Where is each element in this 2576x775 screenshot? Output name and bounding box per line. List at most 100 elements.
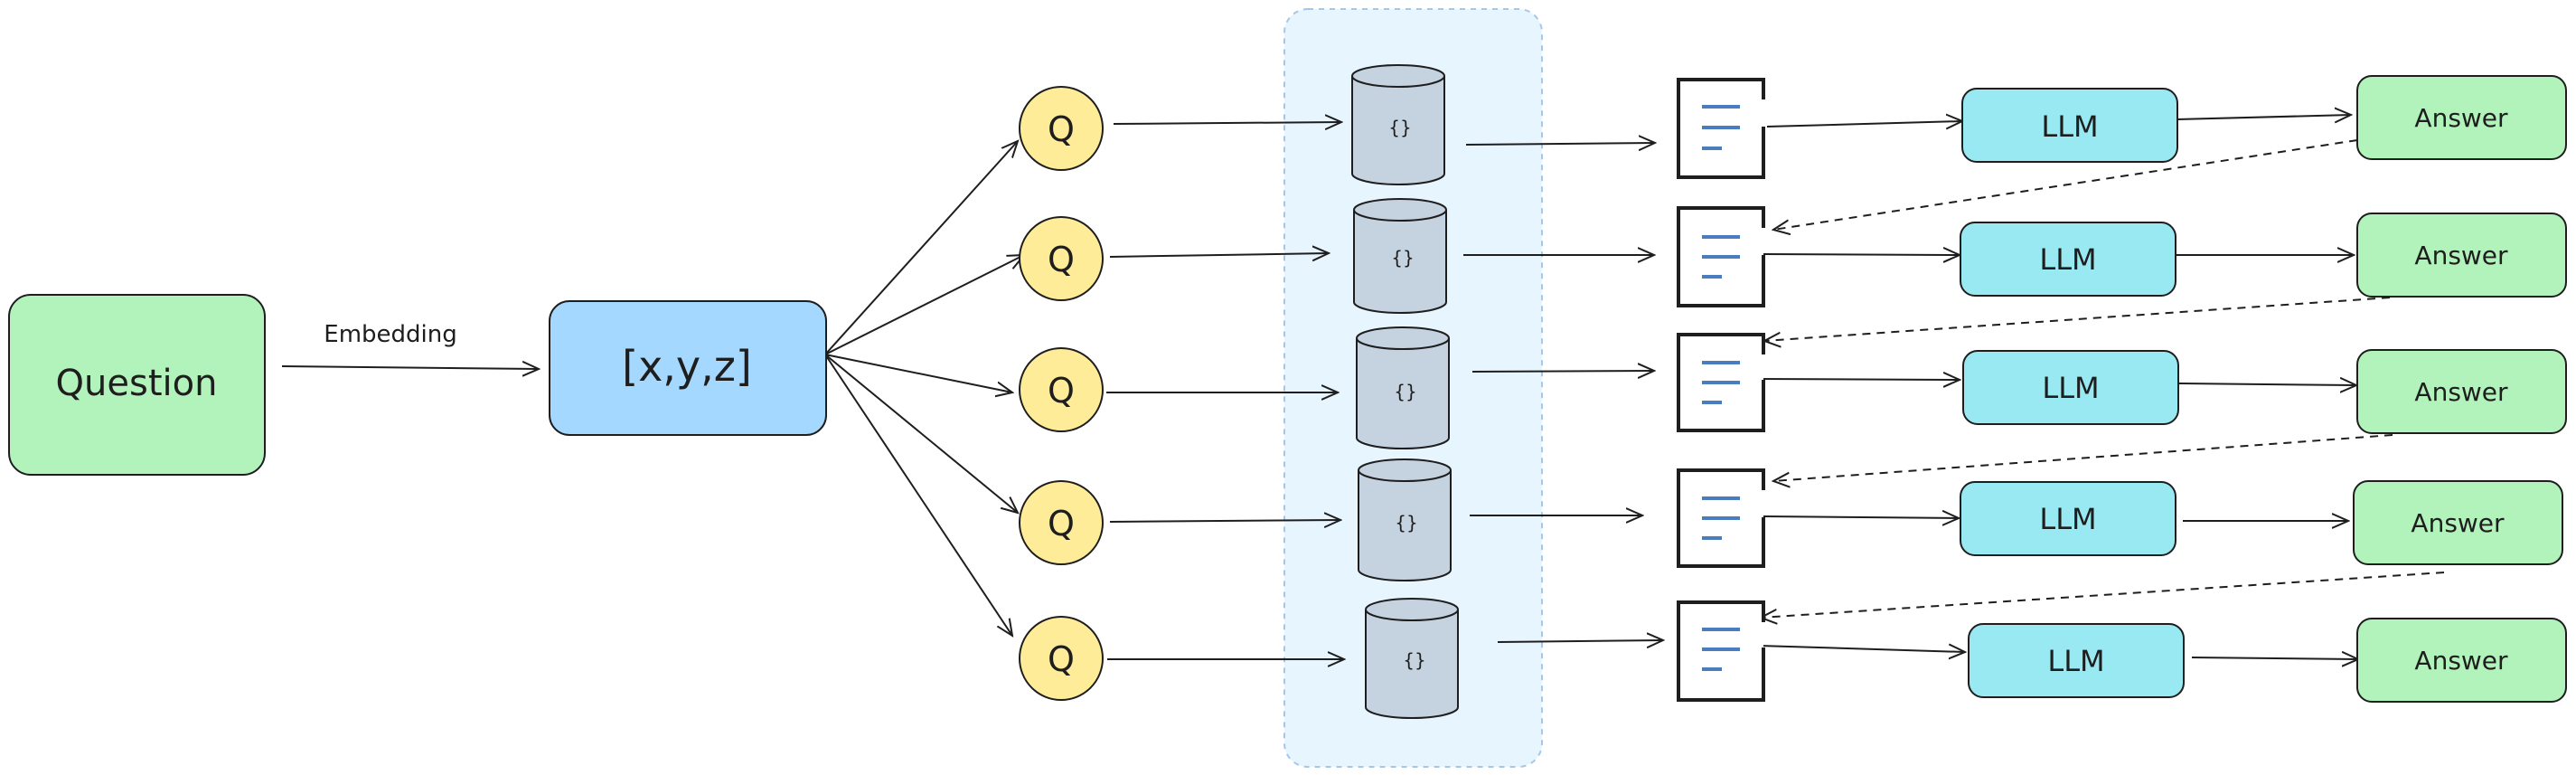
edges-vector-to-queries xyxy=(824,141,1024,636)
document-node-1 xyxy=(1677,78,1765,179)
database-top-1 xyxy=(1351,64,1445,88)
database-5: {} xyxy=(1365,598,1459,719)
edge-db-to-doc-5 xyxy=(1497,640,1663,642)
edges-rows xyxy=(1106,115,2358,659)
query-node-5: Q xyxy=(1019,616,1104,701)
llm-node-2: LLM xyxy=(1960,222,2176,297)
vector-label: [x,y,z] xyxy=(622,342,752,391)
answer-box-3 xyxy=(2356,349,2567,434)
llm-label-3: LLM xyxy=(2042,371,2099,405)
edge-query-to-db-1 xyxy=(1113,122,1341,124)
question-node: Question xyxy=(8,294,266,476)
edge-doc-to-llm-3 xyxy=(1757,379,1960,380)
database-3: {} xyxy=(1356,326,1450,449)
edge-doc-to-llm-4 xyxy=(1762,516,1959,518)
llm-box-4 xyxy=(1960,481,2176,556)
document-lines-icon xyxy=(1702,496,1740,540)
answer-box-2 xyxy=(2356,213,2567,298)
question-label: Question xyxy=(56,363,218,404)
llm-box-1 xyxy=(1961,88,2178,163)
edge-doc-to-llm-5 xyxy=(1758,646,1965,652)
llm-label-5: LLM xyxy=(2047,644,2104,678)
edge-llm-to-answer-5 xyxy=(2191,657,2358,659)
edge-question-to-vector xyxy=(281,366,539,369)
database-body-3 xyxy=(1356,338,1450,449)
document-lines-icon xyxy=(1702,361,1740,404)
query-node-1: Q xyxy=(1019,86,1104,171)
row-2: Q {} LLM Answer xyxy=(1019,198,2567,314)
database-body-5 xyxy=(1365,610,1459,719)
document-node-2 xyxy=(1677,206,1765,307)
llm-box-3 xyxy=(1962,350,2179,425)
llm-node-1: LLM xyxy=(1961,88,2178,163)
query-label-5: Q xyxy=(1048,639,1075,679)
edge-answer-4-to-doc-5 xyxy=(1761,572,2445,618)
answer-box-5 xyxy=(2356,618,2567,703)
llm-label-1: LLM xyxy=(2041,109,2098,144)
edge-llm-to-answer-3 xyxy=(2177,383,2356,385)
answer-label-1: Answer xyxy=(2414,103,2508,133)
query-circle-1 xyxy=(1019,86,1104,171)
query-circle-5 xyxy=(1019,616,1104,701)
answer-box-4 xyxy=(2353,480,2563,565)
database-top-3 xyxy=(1356,326,1450,350)
database-glyph-2: {} xyxy=(1391,247,1414,269)
edge-llm-to-answer-1 xyxy=(2176,115,2351,119)
llm-label-2: LLM xyxy=(2039,242,2096,277)
answer-box-1 xyxy=(2356,75,2567,160)
answer-node-2: Answer xyxy=(2356,213,2567,298)
database-top-5 xyxy=(1365,598,1459,621)
answer-node-1: Answer xyxy=(2356,75,2567,160)
edge-doc-to-llm-1 xyxy=(1766,121,1962,127)
edge-vector-to-query-5 xyxy=(824,354,1012,636)
database-1: {} xyxy=(1351,64,1445,185)
query-label-2: Q xyxy=(1048,240,1075,279)
answer-node-3: Answer xyxy=(2356,349,2567,434)
database-top-4 xyxy=(1358,458,1452,482)
answer-label-3: Answer xyxy=(2414,377,2508,407)
edge-answer-3-to-doc-4 xyxy=(1773,434,2393,481)
edge-query-to-db-2 xyxy=(1109,253,1329,257)
database-2: {} xyxy=(1353,198,1447,314)
database-body-2 xyxy=(1353,210,1447,314)
database-body-1 xyxy=(1351,76,1445,185)
edge-db-to-doc-3 xyxy=(1471,371,1654,372)
question-box xyxy=(8,294,266,476)
database-glyph-1: {} xyxy=(1388,117,1411,138)
edges-feedback xyxy=(1761,139,2445,618)
answer-label-4: Answer xyxy=(2411,508,2505,538)
edge-answer-1-to-doc-2 xyxy=(1773,139,2358,230)
document-node-5 xyxy=(1677,600,1765,702)
query-circle-3 xyxy=(1019,347,1104,432)
llm-label-4: LLM xyxy=(2039,502,2096,536)
document-lines-icon xyxy=(1702,105,1740,150)
query-circle-2 xyxy=(1019,216,1104,301)
edge-vector-to-query-2 xyxy=(824,255,1024,355)
edge-label-embedding: Embedding xyxy=(324,321,456,348)
row-3: Q {} LLM Answer xyxy=(1019,326,2567,449)
database-glyph-5: {} xyxy=(1403,649,1425,671)
edge-vector-to-query-3 xyxy=(824,354,1012,392)
database-4: {} xyxy=(1358,458,1452,581)
query-label-4: Q xyxy=(1048,504,1075,543)
database-glyph-3: {} xyxy=(1394,381,1416,402)
query-node-4: Q xyxy=(1019,480,1104,565)
llm-box-2 xyxy=(1960,222,2176,297)
query-label-1: Q xyxy=(1048,109,1075,149)
edge-doc-to-llm-2 xyxy=(1762,254,1960,255)
document-node-4 xyxy=(1677,468,1765,568)
answer-node-5: Answer xyxy=(2356,618,2567,703)
query-label-3: Q xyxy=(1048,371,1075,411)
database-glyph-4: {} xyxy=(1395,512,1417,534)
vector-node: [x,y,z] xyxy=(549,300,827,436)
edge-vector-to-query-1 xyxy=(824,141,1018,355)
query-circle-4 xyxy=(1019,480,1104,565)
query-node-2: Q xyxy=(1019,216,1104,301)
llm-node-3: LLM xyxy=(1962,350,2179,425)
answer-node-4: Answer xyxy=(2353,480,2563,565)
llm-node-5: LLM xyxy=(1968,623,2185,698)
database-top-2 xyxy=(1353,198,1447,222)
row-1: Q {} LLM Answer xyxy=(1019,64,2567,185)
row-5: Q {} LLM Answer xyxy=(1019,598,2567,719)
